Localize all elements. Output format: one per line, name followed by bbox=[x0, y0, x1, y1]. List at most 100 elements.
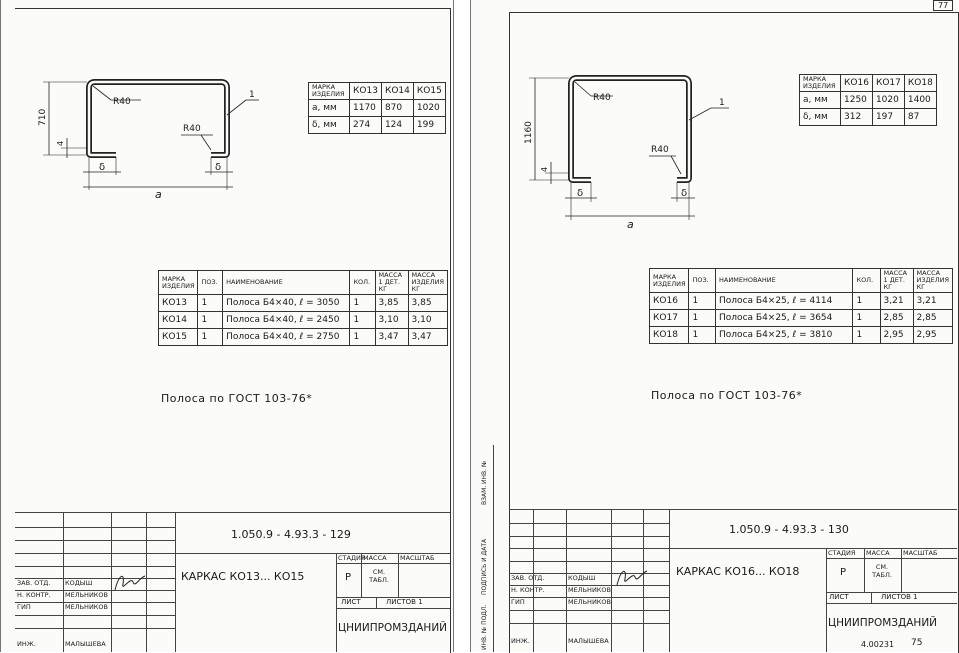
spec-cell: КО13 bbox=[157, 294, 199, 312]
spec-cell: Полоса Б4×40, ℓ = 2450 bbox=[222, 311, 351, 329]
stamp-title: КАРКАС КО16... КО18 bbox=[676, 565, 800, 578]
table-row: КО13 1 Полоса Б4×40, ℓ = 3050 1 3,85 3,8… bbox=[157, 294, 449, 312]
stamp-person: МЕЛЬНИКОВ bbox=[568, 586, 612, 594]
left-dimension-table: МАРКА ИЗДЕЛИЯ КО13 КО14 КО15 a, мм 1170 … bbox=[308, 82, 446, 134]
dim-header-ko15: КО15 bbox=[412, 82, 446, 100]
side-label-replace: ВЗАМ. ИНВ. № bbox=[481, 460, 488, 505]
label-delta-right: δ bbox=[215, 162, 221, 173]
label-height: 710 bbox=[38, 109, 48, 126]
spec-cell: КО18 bbox=[648, 326, 690, 344]
spec-cell: 3,47 bbox=[374, 328, 409, 346]
dim-header-ko16: КО16 bbox=[840, 74, 873, 92]
dim-header-ko18: КО18 bbox=[903, 74, 937, 92]
spec-cell: 3,10 bbox=[407, 311, 449, 329]
stamp-person: МЕЛЬНИКОВ bbox=[65, 591, 109, 599]
left-sheet: R40 R40 1 710 4 δ δ a МАРКА ИЗДЕЛИЯ КО13… bbox=[0, 0, 454, 653]
stamp-role: ГИП bbox=[17, 603, 31, 611]
dim-cell: 1400 bbox=[903, 91, 937, 109]
dim-row-label: a, мм bbox=[308, 99, 350, 117]
label-delta-right: δ bbox=[681, 188, 687, 199]
spec-cell: 1 bbox=[852, 326, 881, 344]
spec-cell: 3,85 bbox=[374, 294, 409, 312]
label-delta-left: δ bbox=[577, 188, 583, 199]
dim-header-ko17: КО17 bbox=[871, 74, 905, 92]
spec-cell: 1 bbox=[852, 309, 881, 327]
footer-number: 75 bbox=[911, 638, 923, 648]
spec-header-pos: ПОЗ. bbox=[197, 270, 224, 295]
label-height: 1160 bbox=[524, 121, 534, 144]
left-frame bbox=[15, 8, 451, 653]
dim-row-label: δ, мм bbox=[308, 116, 350, 134]
stamp-stage-header: СТАДИЯ bbox=[828, 549, 856, 557]
stamp-person: КОДЫШ bbox=[65, 579, 93, 587]
dim-cell: 87 bbox=[903, 108, 937, 126]
right-drawing: R40 R40 1 1160 4 δ δ a bbox=[524, 75, 729, 231]
stamp-person: МАЛЫШЕВА bbox=[568, 637, 609, 645]
label-position: 1 bbox=[719, 98, 725, 108]
side-label-inv: ИНВ. № ПОДЛ. bbox=[481, 604, 488, 650]
spec-cell: 1 bbox=[688, 326, 717, 344]
stamp-sheet: ЛИСТ bbox=[829, 593, 849, 601]
spec-cell: 3,47 bbox=[407, 328, 449, 346]
dim-header-ko14: КО14 bbox=[380, 82, 414, 100]
spec-cell: 1 bbox=[349, 311, 376, 329]
stamp-mass: СМ. ТАБЛ. bbox=[369, 568, 389, 584]
right-dimension-table: МАРКА ИЗДЕЛИЯ КО16 КО17 КО18 a, мм 1250 … bbox=[799, 74, 937, 126]
left-drawing: R40 R40 1 710 4 δ δ a bbox=[38, 79, 259, 201]
spec-header-pos: ПОЗ. bbox=[688, 268, 717, 293]
footer-code: 4.00231 bbox=[861, 640, 895, 649]
dim-cell: 1170 bbox=[349, 99, 382, 117]
stamp-person: МАЛЫШЕВА bbox=[65, 640, 106, 648]
spec-cell: 1 bbox=[688, 309, 717, 327]
dim-cell: 124 bbox=[380, 116, 414, 134]
stamp-scale-header: МАСШТАБ bbox=[903, 549, 938, 557]
spec-cell: КО17 bbox=[648, 309, 690, 327]
stamp-stage: Р bbox=[840, 567, 847, 578]
stamp-organization: ЦНИИПРОМЗДАНИЙ bbox=[338, 622, 448, 634]
dim-cell: 1250 bbox=[840, 91, 873, 109]
spec-header-mark: МАРКА ИЗДЕЛИЯ bbox=[157, 270, 199, 295]
spec-cell: Полоса Б4×25, ℓ = 3810 bbox=[715, 326, 854, 344]
label-position: 1 bbox=[249, 90, 255, 100]
stamp-role: Н. КОНТР. bbox=[17, 591, 51, 599]
stamp-person: КОДЫШ bbox=[568, 574, 596, 582]
spec-cell: 2,85 bbox=[879, 309, 914, 327]
label-a: a bbox=[155, 188, 162, 201]
table-row: КО18 1 Полоса Б4×25, ℓ = 3810 1 2,95 2,9… bbox=[648, 326, 954, 344]
spec-cell: 3,21 bbox=[879, 292, 914, 310]
left-spec-table: МАРКА ИЗДЕЛИЯ ПОЗ. НАИМЕНОВАНИЕ КОЛ. МАС… bbox=[157, 270, 449, 346]
stamp-stage-header: СТАДИЯ bbox=[338, 554, 366, 562]
table-row: КО17 1 Полоса Б4×25, ℓ = 3654 1 2,85 2,8… bbox=[648, 309, 954, 327]
spec-cell: КО15 bbox=[157, 328, 199, 346]
spec-cell: 1 bbox=[852, 292, 881, 310]
stamp-code: 1.050.9 - 4.93.3 - 130 bbox=[729, 523, 849, 536]
spec-cell: Полоса Б4×40, ℓ = 3050 bbox=[222, 294, 351, 312]
spec-header-mass-item: МАССА 1 ДЕТ. КГ bbox=[374, 270, 409, 295]
label-a: a bbox=[627, 218, 634, 231]
spec-cell: 1 bbox=[197, 328, 224, 346]
dim-row-label: δ, мм bbox=[799, 108, 841, 126]
right-note: Полоса по ГОСТ 103-76* bbox=[651, 389, 803, 402]
dim-header-mark: МАРКА ИЗДЕЛИЯ bbox=[799, 74, 841, 92]
stamp-role: ЗАВ. ОТД. bbox=[17, 579, 51, 587]
dim-cell: 312 bbox=[840, 108, 873, 126]
dim-cell: 1020 bbox=[871, 91, 905, 109]
label-r40-top: R40 bbox=[113, 97, 131, 107]
stamp-role: ЗАВ. ОТД. bbox=[511, 574, 545, 582]
spec-cell: 2,95 bbox=[879, 326, 914, 344]
stamp-mass-header: МАССА bbox=[866, 549, 890, 557]
spec-cell: КО14 bbox=[157, 311, 199, 329]
stamp-person: МЕЛЬНИКОВ bbox=[65, 603, 109, 611]
stamp-role: Н. КОНТР. bbox=[511, 586, 545, 594]
stamp-mass-header: МАССА bbox=[363, 554, 387, 562]
dim-cell: 1020 bbox=[412, 99, 446, 117]
stamp-scale-header: МАСШТАБ bbox=[400, 554, 435, 562]
spec-header-qty: КОЛ. bbox=[349, 270, 376, 295]
spec-cell: 1 bbox=[349, 294, 376, 312]
label-thickness: 4 bbox=[540, 167, 549, 172]
spec-header-mass-total: МАССА ИЗДЕЛИЯ КГ bbox=[407, 270, 449, 295]
spec-header-mass-total: МАССА ИЗДЕЛИЯ КГ bbox=[912, 268, 954, 293]
dim-header-mark: МАРКА ИЗДЕЛИЯ bbox=[308, 82, 350, 100]
spec-cell: 1 bbox=[349, 328, 376, 346]
spec-cell: Полоса Б4×25, ℓ = 3654 bbox=[715, 309, 854, 327]
